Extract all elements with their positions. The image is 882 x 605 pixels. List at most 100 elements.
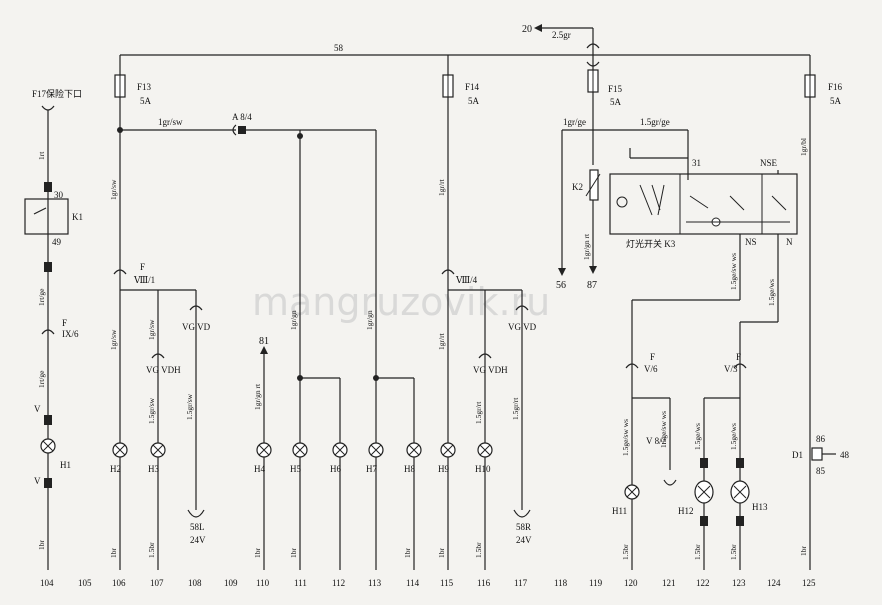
svg-text:H10: H10 bbox=[475, 464, 491, 474]
svg-text:31: 31 bbox=[692, 158, 701, 168]
svg-text:V 8/2: V 8/2 bbox=[646, 436, 666, 446]
svg-text:1.5br: 1.5br bbox=[693, 544, 702, 560]
svg-text:H5: H5 bbox=[290, 464, 301, 474]
svg-text:H6: H6 bbox=[330, 464, 341, 474]
circuit-f16: F16 5A 1gr/bl D1 86 85 48 1br bbox=[792, 55, 850, 570]
column-number: 122 bbox=[696, 578, 710, 588]
svg-text:1gr/sw: 1gr/sw bbox=[147, 319, 156, 340]
svg-text:H9: H9 bbox=[438, 464, 449, 474]
column-number: 113 bbox=[368, 578, 382, 588]
svg-text:V/3: V/3 bbox=[724, 364, 738, 374]
svg-text:1br: 1br bbox=[253, 548, 262, 559]
bus-58: 58 bbox=[120, 43, 810, 56]
svg-text:F: F bbox=[650, 352, 655, 362]
column-number: 106 bbox=[112, 578, 126, 588]
svg-text:NS: NS bbox=[745, 237, 757, 247]
svg-text:5A: 5A bbox=[468, 96, 480, 106]
circuit-f14: F14 5A 1gr/rt Ⅷ/4 VG VD VG VDH 1gr/rt 1.… bbox=[437, 55, 537, 570]
svg-text:H2: H2 bbox=[110, 464, 121, 474]
watermark: mangruzovik.ru bbox=[252, 280, 550, 324]
svg-text:1.5ge/sw ws: 1.5ge/sw ws bbox=[621, 419, 630, 456]
svg-text:1.5br: 1.5br bbox=[147, 542, 156, 558]
svg-text:H3: H3 bbox=[148, 464, 159, 474]
svg-text:56: 56 bbox=[556, 280, 566, 291]
column-number: 115 bbox=[440, 578, 454, 588]
fuse-f17-label: F17保险下口 bbox=[32, 88, 82, 99]
svg-text:F: F bbox=[140, 262, 145, 272]
svg-text:K1: K1 bbox=[72, 212, 83, 222]
relay-k1 bbox=[24, 198, 69, 235]
svg-text:H11: H11 bbox=[612, 506, 627, 516]
svg-text:1.5br: 1.5br bbox=[729, 544, 738, 560]
column-number: 108 bbox=[188, 578, 202, 588]
arrow-wire: 2.5gr bbox=[552, 30, 571, 40]
light-switch-k3 bbox=[609, 173, 798, 235]
svg-text:1.5gr/rt: 1.5gr/rt bbox=[511, 397, 520, 420]
svg-text:VG VDH: VG VDH bbox=[473, 365, 508, 375]
column-number: 117 bbox=[514, 578, 528, 588]
svg-text:1.5gr/rt: 1.5gr/rt bbox=[474, 401, 483, 424]
svg-text:1br: 1br bbox=[437, 548, 446, 559]
svg-text:K2: K2 bbox=[572, 182, 583, 192]
svg-text:1.5ge/ws: 1.5ge/ws bbox=[693, 423, 702, 450]
svg-text:V: V bbox=[34, 404, 41, 414]
svg-text:H4: H4 bbox=[254, 464, 265, 474]
svg-text:Ⅷ/1: Ⅷ/1 bbox=[133, 275, 155, 285]
svg-text:58R: 58R bbox=[516, 522, 531, 532]
bus-label: 58 bbox=[334, 43, 344, 53]
svg-text:1.5ge/ws: 1.5ge/ws bbox=[767, 279, 776, 306]
column-number: 125 bbox=[802, 578, 816, 588]
svg-text:IX/6: IX/6 bbox=[62, 329, 79, 339]
column-number: 116 bbox=[477, 578, 491, 588]
svg-text:1.5gr/sw: 1.5gr/sw bbox=[147, 397, 156, 424]
circuit-f15: F15 5A 1gr/ge 1.5gr/ge 56 K2 87 1gr/gn r… bbox=[556, 58, 798, 570]
svg-text:V: V bbox=[34, 476, 41, 486]
circuit-104: F17保险下口 1rt 30 K1 49 1rt/ge F IX/6 1rt/g… bbox=[24, 88, 83, 570]
svg-text:24V: 24V bbox=[190, 535, 206, 545]
circuit-f13: F13 5A 1gr/sw 1gr/sw F Ⅷ/1 VG VD VG VDH … bbox=[109, 55, 236, 570]
svg-text:1gr/rt: 1gr/rt bbox=[437, 178, 446, 196]
column-number: 110 bbox=[256, 578, 270, 588]
svg-text:1.5gr/sw: 1.5gr/sw bbox=[185, 393, 194, 420]
svg-text:F: F bbox=[736, 352, 741, 362]
svg-text:H1: H1 bbox=[60, 460, 71, 470]
svg-text:1br: 1br bbox=[799, 546, 808, 557]
svg-text:1.5br: 1.5br bbox=[474, 542, 483, 558]
column-number: 118 bbox=[554, 578, 568, 588]
svg-text:5A: 5A bbox=[830, 96, 842, 106]
svg-text:1br: 1br bbox=[109, 548, 118, 559]
svg-text:5A: 5A bbox=[140, 96, 152, 106]
svg-text:NSE: NSE bbox=[760, 158, 778, 168]
switch-k2 bbox=[589, 169, 599, 201]
svg-text:81: 81 bbox=[259, 336, 269, 347]
column-number: 105 bbox=[78, 578, 92, 588]
svg-text:85: 85 bbox=[816, 466, 826, 476]
svg-text:86: 86 bbox=[816, 434, 826, 444]
svg-text:1.5ge/sw ws: 1.5ge/sw ws bbox=[659, 411, 668, 448]
svg-text:58L: 58L bbox=[190, 522, 205, 532]
svg-text:1gr/ge: 1gr/ge bbox=[563, 117, 586, 127]
svg-text:30: 30 bbox=[54, 190, 64, 200]
svg-text:H12: H12 bbox=[678, 506, 694, 516]
light-switch-label: 灯光开关 K3 bbox=[626, 238, 676, 249]
svg-text:D1: D1 bbox=[792, 450, 803, 460]
svg-text:49: 49 bbox=[52, 237, 62, 247]
svg-text:VG VD: VG VD bbox=[182, 322, 211, 332]
svg-text:1rt: 1rt bbox=[37, 151, 46, 160]
svg-text:1.5ge/ws: 1.5ge/ws bbox=[729, 423, 738, 450]
circuit-a84: A 8/4 1gr/gn 1gr/gn 81 1gr/gn rt H4 H5 H… bbox=[232, 112, 422, 570]
svg-text:H7: H7 bbox=[366, 464, 377, 474]
svg-text:1gr/gn: 1gr/gn bbox=[365, 310, 374, 330]
svg-text:VG VDH: VG VDH bbox=[146, 365, 181, 375]
svg-text:1rt/ge: 1rt/ge bbox=[37, 288, 46, 306]
column-number: 124 bbox=[767, 578, 781, 588]
svg-text:1gr/sw: 1gr/sw bbox=[158, 117, 183, 127]
svg-text:F14: F14 bbox=[465, 82, 480, 92]
svg-text:1gr/gn: 1gr/gn bbox=[289, 310, 298, 330]
svg-text:1.5br: 1.5br bbox=[621, 544, 630, 560]
svg-text:Ⅷ/4: Ⅷ/4 bbox=[455, 275, 478, 285]
svg-text:F15: F15 bbox=[608, 84, 623, 94]
column-number: 123 bbox=[732, 578, 746, 588]
svg-text:24V: 24V bbox=[516, 535, 532, 545]
